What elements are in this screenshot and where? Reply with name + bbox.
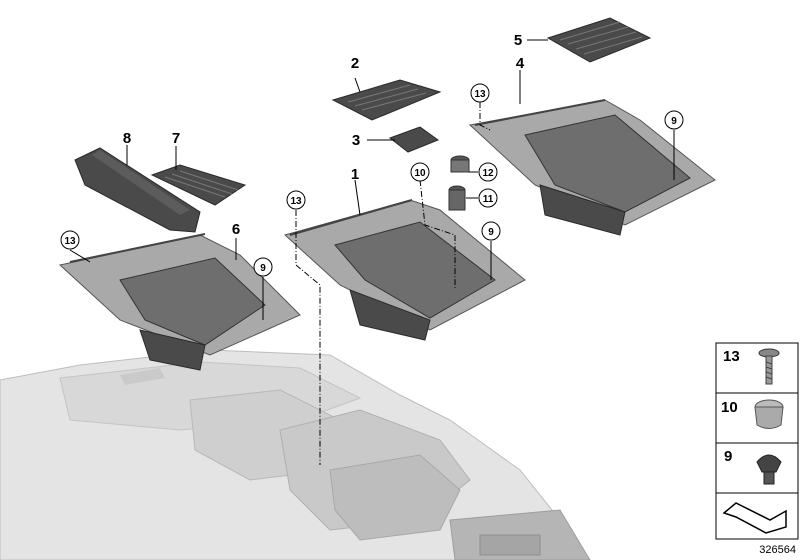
svg-text:9: 9 xyxy=(671,116,677,127)
callout-7: 7 xyxy=(172,130,180,147)
part-4-storage-box[interactable] xyxy=(468,99,716,236)
svg-text:10: 10 xyxy=(414,168,426,179)
part-1-storage-box[interactable] xyxy=(283,199,526,341)
legend-item-13[interactable]: 13 xyxy=(715,342,799,394)
svg-text:13: 13 xyxy=(290,196,302,207)
legend-item-9[interactable]: 9 xyxy=(715,442,799,494)
callout-4: 4 xyxy=(516,55,525,72)
callout-12: 12 xyxy=(478,162,498,182)
reference-number: 326564 xyxy=(759,544,796,556)
screw-icon xyxy=(758,348,780,385)
svg-text:10: 10 xyxy=(721,399,738,416)
part-2-mat[interactable] xyxy=(331,79,442,121)
svg-text:13: 13 xyxy=(474,89,486,100)
svg-text:9: 9 xyxy=(488,227,494,238)
svg-text:11: 11 xyxy=(483,194,494,205)
callout-9-left: 9 xyxy=(253,257,273,277)
clip-icon xyxy=(756,454,782,485)
center-console xyxy=(0,349,591,560)
callout-13-left: 13 xyxy=(60,230,80,250)
callout-5: 5 xyxy=(514,32,522,49)
callout-3: 3 xyxy=(352,132,360,149)
callout-6: 6 xyxy=(232,221,240,238)
callout-8: 8 xyxy=(123,130,131,147)
svg-text:13: 13 xyxy=(723,348,740,365)
part-7-mat[interactable] xyxy=(150,164,247,206)
part-8-tray[interactable] xyxy=(74,147,201,233)
callout-9-right: 9 xyxy=(664,110,684,130)
callout-2: 2 xyxy=(351,55,359,72)
leader-lines xyxy=(69,39,675,465)
svg-text:12: 12 xyxy=(482,168,494,179)
circled-callouts: 13 13 13 9 9 9 10 12 xyxy=(60,83,684,277)
part-5-mat[interactable] xyxy=(546,17,652,63)
legend-item-arrow xyxy=(715,492,799,540)
callouts: 1 2 3 4 5 6 7 8 xyxy=(123,32,525,238)
svg-text:9: 9 xyxy=(260,263,266,274)
svg-text:13: 13 xyxy=(64,236,76,247)
callout-9-center: 9 xyxy=(481,221,501,241)
callout-13-right: 13 xyxy=(470,83,490,103)
callout-1: 1 xyxy=(351,166,359,183)
callout-11: 11 xyxy=(478,188,498,208)
cap-icon xyxy=(754,399,784,429)
svg-text:9: 9 xyxy=(724,448,732,465)
callout-10: 10 xyxy=(410,162,430,182)
part-3-small-mat[interactable] xyxy=(388,126,440,153)
bent-arrow-icon xyxy=(722,502,787,534)
callout-13-center: 13 xyxy=(286,190,306,210)
part-6-storage-box[interactable] xyxy=(58,233,301,371)
part-12-socket-cap[interactable] xyxy=(450,155,470,173)
legend-panel: 13 10 9 xyxy=(715,342,799,540)
part-11-socket[interactable] xyxy=(448,185,466,211)
legend-item-10[interactable]: 10 xyxy=(715,392,799,444)
